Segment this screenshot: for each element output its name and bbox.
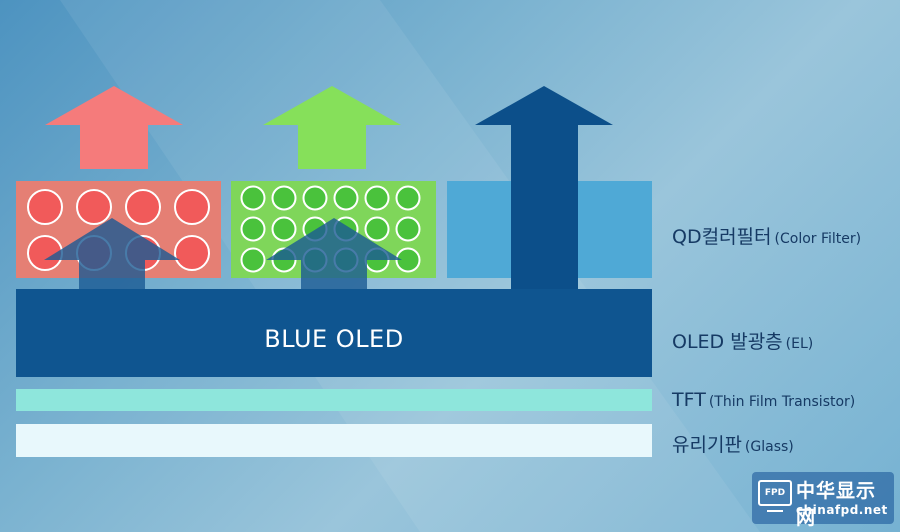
green-quantum-dot [240, 247, 266, 273]
green-quantum-dot [333, 185, 359, 211]
blue-light-arrow-green [266, 218, 402, 290]
qd-filter-label-sub: (Color Filter) [774, 231, 862, 247]
watermark-url: chinafpd.net [796, 503, 888, 517]
glass-label-sub: (Glass) [744, 439, 794, 455]
red-quantum-dot [174, 189, 210, 225]
green-quantum-dot [302, 185, 328, 211]
green-light-arrow [263, 86, 401, 169]
green-quantum-dot [395, 216, 421, 242]
monitor-icon: FPD [758, 480, 792, 506]
watermark-title: 中华显示网 [796, 480, 877, 529]
blue-light-arrow [475, 86, 613, 290]
tft-layer [16, 389, 652, 411]
tft-label-main: TFT [672, 389, 706, 411]
green-quantum-dot [240, 185, 266, 211]
oled-label-sub: (EL) [785, 336, 814, 352]
blue-light-arrow-red [44, 218, 180, 290]
green-quantum-dot [364, 216, 390, 242]
oled-label: OLED 발광층(EL) [672, 327, 813, 354]
green-quantum-dot [240, 216, 266, 242]
red-quantum-dot [27, 189, 63, 225]
oled-label-main: OLED 발광층 [672, 331, 783, 353]
green-quantum-dot [271, 185, 297, 211]
green-quantum-dot [364, 185, 390, 211]
glass-layer [16, 424, 652, 457]
qd-filter-label-main: QD컬러필터 [672, 226, 772, 248]
blue-oled-text: BLUE OLED [264, 325, 404, 353]
qd-filter-label: QD컬러필터(Color Filter) [672, 222, 861, 249]
tft-label: TFT(Thin Film Transistor) [672, 389, 855, 411]
blue-oled-layer [16, 289, 652, 377]
monitor-stand-icon [767, 506, 783, 512]
red-quantum-dot [76, 189, 112, 225]
glass-label: 유리기판(Glass) [672, 430, 794, 457]
red-quantum-dot [125, 189, 161, 225]
glass-label-main: 유리기판 [672, 434, 742, 456]
green-quantum-dot [271, 216, 297, 242]
green-quantum-dot [395, 185, 421, 211]
watermark: FPD 中华显示网 chinafpd.net [752, 472, 894, 529]
tft-label-sub: (Thin Film Transistor) [708, 394, 856, 410]
red-light-arrow [45, 86, 183, 169]
red-quantum-dot [174, 235, 210, 271]
